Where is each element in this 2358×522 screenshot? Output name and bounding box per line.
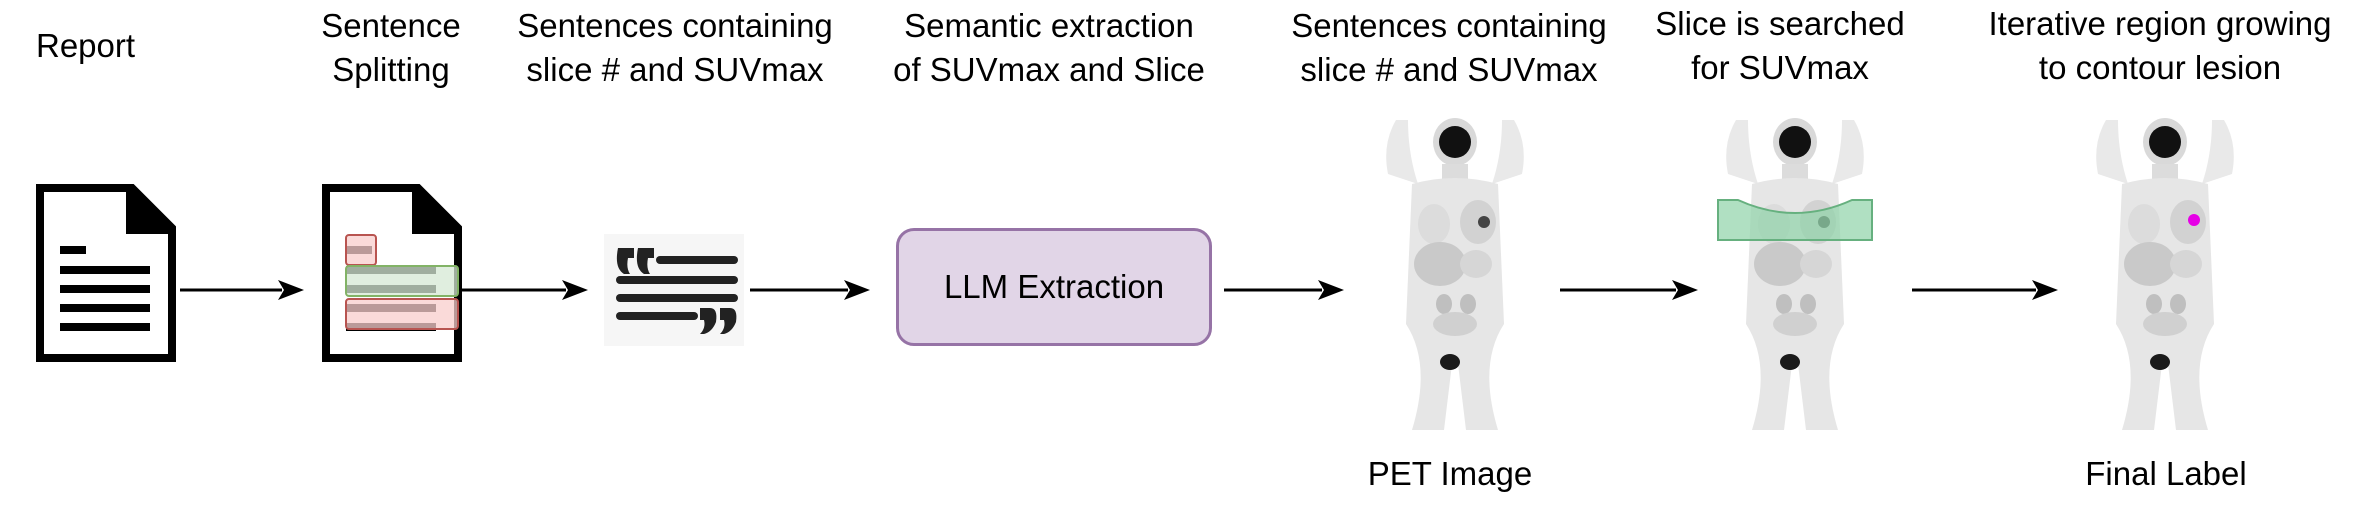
step-label-line: Sentences containing xyxy=(1291,7,1607,44)
document-icon xyxy=(36,184,176,362)
step-label-growing: Iterative region growing to contour lesi… xyxy=(1970,2,2350,90)
step-label-line: for SUVmax xyxy=(1691,49,1869,86)
step-label-search: Slice is searched for SUVmax xyxy=(1650,2,1910,90)
step-label-line: Report xyxy=(36,27,136,64)
lesion-marker xyxy=(2188,214,2200,226)
llm-extraction-box: LLM Extraction xyxy=(896,228,1212,346)
step-label-line: Slice is searched xyxy=(1655,5,1905,42)
step-label-pet: Sentences containing slice # and SUVmax xyxy=(1274,4,1624,92)
caption-pet-image: PET Image xyxy=(1340,452,1560,496)
step-label-line: slice # and SUVmax xyxy=(526,51,824,88)
step-label-line: Iterative region growing xyxy=(1988,5,2332,42)
step-label-extraction: Semantic extraction of SUVmax and Slice xyxy=(876,4,1222,92)
step-label-line: Sentences containing xyxy=(517,7,833,44)
arrow-pet-to-search xyxy=(1560,280,1698,300)
arrow-split-to-quote xyxy=(462,280,588,300)
caption-final-label: Final Label xyxy=(2056,452,2276,496)
caption-text: Final Label xyxy=(2085,455,2247,492)
slice-search-band xyxy=(1717,199,1873,241)
arrow-llm-to-pet xyxy=(1224,280,1344,300)
llm-extraction-label: LLM Extraction xyxy=(943,268,1165,305)
step-label-line: Sentence xyxy=(321,7,461,44)
step-label-line: Splitting xyxy=(332,51,450,88)
step-label-line: to contour lesion xyxy=(2038,49,2282,86)
final-label-image xyxy=(2088,114,2242,432)
pet-image-slice-search xyxy=(1718,114,1872,432)
split-document-icon xyxy=(322,184,462,362)
pet-image xyxy=(1378,114,1532,432)
step-label-line: of SUVmax and Slice xyxy=(893,51,1205,88)
arrow-quote-to-llm xyxy=(750,280,870,300)
step-label-splitting: Sentence Splitting xyxy=(298,4,484,92)
caption-text: PET Image xyxy=(1367,455,1533,492)
step-label-report: Report xyxy=(36,24,135,68)
step-label-line: Semantic extraction xyxy=(904,7,1194,44)
quote-icon xyxy=(604,234,744,346)
step-label-line: slice # and SUVmax xyxy=(1300,51,1598,88)
step-label-filter: Sentences containing slice # and SUVmax xyxy=(500,4,850,92)
arrow-report-to-split xyxy=(180,280,304,300)
arrow-search-to-final xyxy=(1912,280,2058,300)
